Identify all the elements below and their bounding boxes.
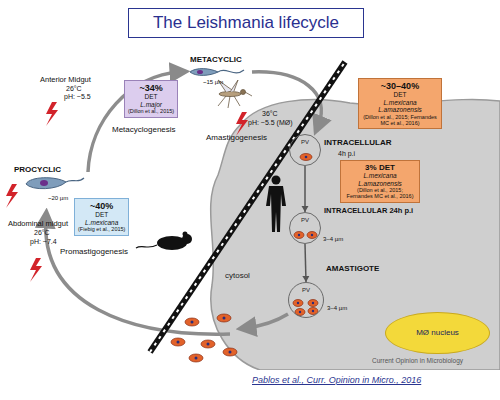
node-text: L.mexicana bbox=[362, 99, 438, 106]
title-box: The Leishmania lifecycle bbox=[128, 8, 364, 38]
text-label: 26°C bbox=[66, 85, 82, 93]
node-text: ~30–40% bbox=[362, 81, 438, 91]
text-label: ~20 µm bbox=[48, 195, 68, 202]
text-label: 26°C bbox=[34, 229, 50, 237]
node-text: DET bbox=[362, 91, 438, 98]
text-label: Current Opinion in Microbiology bbox=[372, 357, 463, 364]
node-text: (Dillon et al., 2015; Fernandes MC et al… bbox=[362, 114, 438, 127]
text-label: INTRACELLULAR 24h p.i bbox=[324, 207, 413, 215]
node-text: PV bbox=[289, 283, 323, 294]
text-label: PROCYCLIC bbox=[14, 166, 61, 175]
percentage-box: 3% DETL.mexicanaL.amazonensis(Dillon et … bbox=[340, 160, 420, 203]
nucleus: MØ nucleus bbox=[385, 312, 490, 354]
node-text: DET bbox=[128, 93, 174, 100]
percentage-box: ~40%DETL.mexicana(Fiebig et al., 2015) bbox=[74, 198, 129, 236]
text-label: 36°C bbox=[262, 110, 278, 118]
node-text: L.major bbox=[128, 101, 174, 108]
node-text: cytosol bbox=[225, 271, 250, 280]
node-text: ~40% bbox=[78, 201, 125, 211]
text-label: METACYCLIC bbox=[190, 56, 242, 65]
text-label: AMASTIGOTE bbox=[326, 265, 379, 274]
node-text: PV bbox=[290, 213, 320, 224]
node-text: L.amazonensis bbox=[362, 106, 438, 113]
node-text: DET bbox=[78, 211, 125, 218]
node-text: 3% DET bbox=[344, 163, 416, 172]
text-label: Promastigogenesis bbox=[60, 248, 128, 257]
percentage-box: ~30–40%DETL.mexicanaL.amazonensis(Dillon… bbox=[358, 78, 442, 129]
node-text: L.mexicana bbox=[78, 219, 125, 226]
node-text: (Fiebig et al., 2015) bbox=[78, 226, 125, 232]
node-text: L.amazonensis bbox=[344, 180, 416, 187]
text-label: ~15 µm bbox=[203, 79, 223, 86]
node-text: ~34% bbox=[128, 83, 174, 93]
node-text: (Dillon et al., 2015) bbox=[128, 108, 174, 114]
text-label: pH: ~5.5 bbox=[64, 93, 91, 101]
text-label: Amastigogenesis bbox=[206, 134, 267, 143]
text-label: 3–4 µm bbox=[327, 305, 347, 312]
text-label: pH: ~5.5 (MØ) bbox=[248, 119, 293, 127]
text-label: pH: ~7.4 bbox=[30, 238, 57, 246]
node-text: L.mexicana bbox=[344, 172, 416, 179]
text-label: Abdominal midgut bbox=[8, 220, 68, 228]
parasitophorous-vacuole: PV bbox=[288, 282, 324, 318]
text-label: Metacyclogenesis bbox=[112, 126, 176, 135]
percentage-box: ~34%DETL.major(Dillon et al., 2015) bbox=[124, 80, 178, 118]
parasitophorous-vacuole: PV bbox=[289, 134, 321, 166]
text-label: 3–4 µm bbox=[323, 236, 343, 243]
node-text: MØ nucleus bbox=[416, 328, 459, 337]
text-label: 4h p.i bbox=[338, 150, 355, 158]
parasitophorous-vacuole: PV bbox=[289, 212, 321, 244]
text-label: INTRACELLULAR bbox=[324, 139, 392, 148]
connector-arrow bbox=[304, 166, 306, 212]
caption: Pablos et al., Curr. Opinion in Micro., … bbox=[252, 376, 421, 386]
node-text: (Dillon et al., 2015; Fernandes MC et al… bbox=[344, 187, 416, 200]
text-label: Anterior Midgut bbox=[40, 76, 91, 84]
node-text: PV bbox=[290, 135, 320, 146]
title-text: The Leishmania lifecycle bbox=[153, 13, 339, 33]
